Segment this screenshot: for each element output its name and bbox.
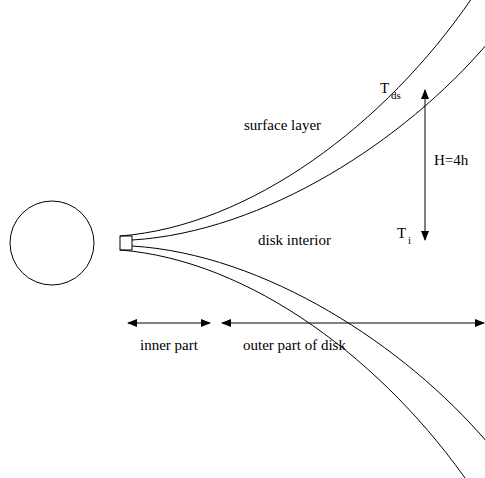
height-arrow — [425, 90, 426, 240]
region-label: inner part — [140, 338, 198, 353]
star-circle — [10, 201, 94, 285]
region-label: disk interior — [258, 233, 331, 248]
outer-part-arrow — [222, 323, 484, 324]
inner-part-arrow — [128, 323, 210, 324]
dimension-label: H=4h — [434, 153, 468, 168]
temperature-subscript: i — [408, 235, 411, 246]
region-label: outer part of disk — [243, 338, 346, 353]
disk-outline — [120, 0, 485, 478]
temperature-symbol: T — [380, 81, 389, 96]
temperature-symbol: T — [397, 226, 406, 241]
temperature-subscript: ds — [391, 90, 401, 101]
region-label: surface layer — [244, 118, 321, 133]
